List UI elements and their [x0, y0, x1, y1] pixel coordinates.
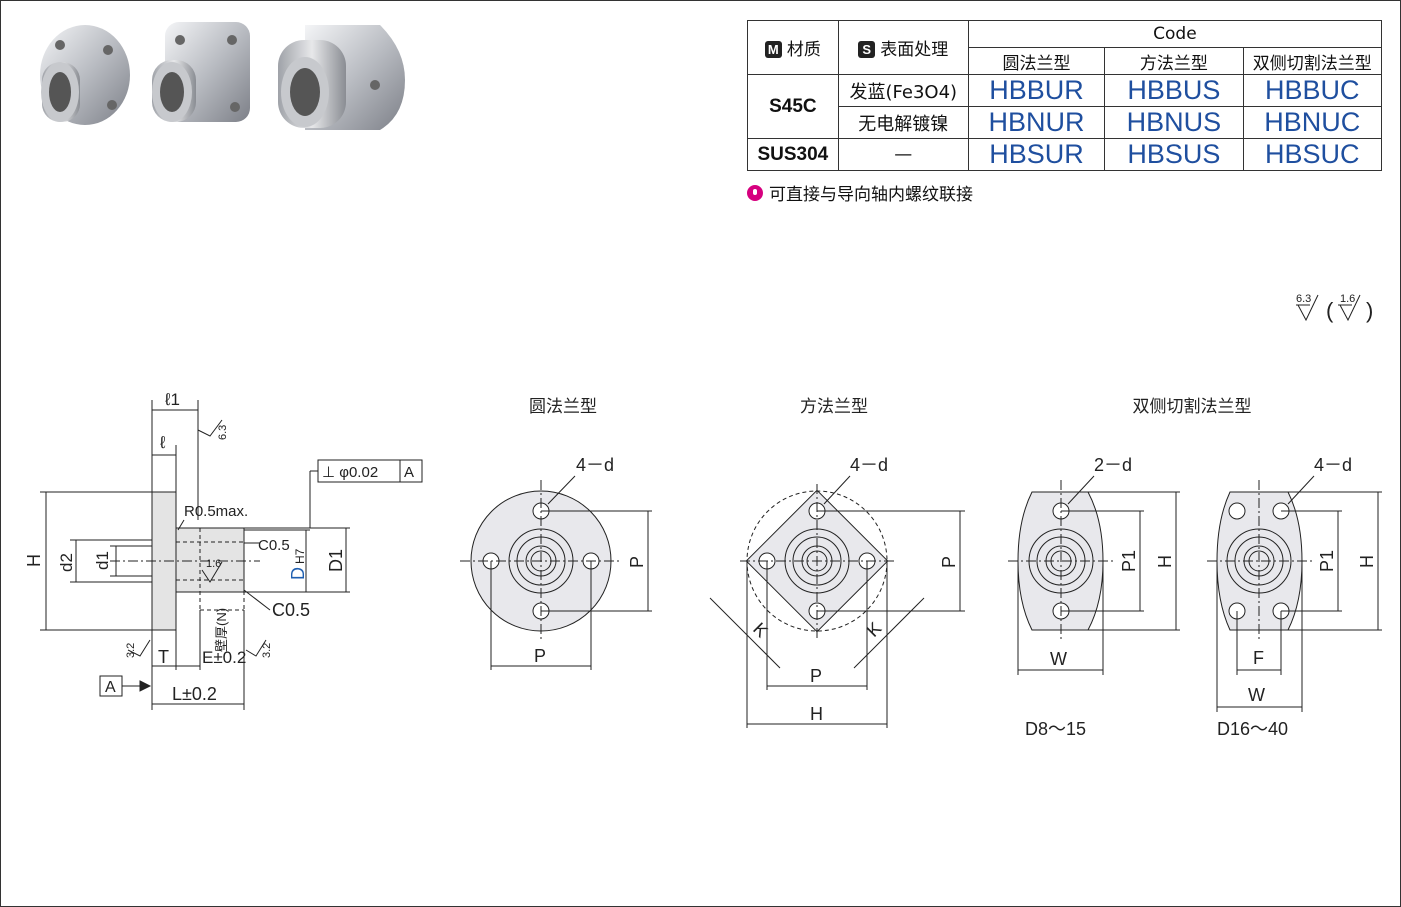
- note: 可直接与导向轴内螺纹联接: [747, 180, 973, 205]
- dim-P1-large: P1: [1317, 550, 1337, 572]
- product-photos: [40, 22, 405, 130]
- tolerance-ref: A: [404, 464, 414, 481]
- code-cell[interactable]: HBBUR: [967, 74, 1106, 107]
- dim-P1-small: P1: [1119, 550, 1139, 572]
- dim-W-small: W: [1050, 649, 1067, 669]
- roughness-open-paren: (: [1326, 298, 1334, 323]
- dim-H-small: H: [1155, 555, 1175, 568]
- code-cell[interactable]: HBNUS: [1104, 106, 1244, 139]
- dim-K-left: K: [749, 619, 772, 642]
- dim-l1: ℓ1: [164, 390, 180, 409]
- code-cell[interactable]: HBSUS: [1104, 138, 1244, 171]
- type-header-square: 方法兰型: [1104, 47, 1244, 75]
- rough-3-2-a: 3.2: [125, 643, 137, 658]
- roughness-main: 6.3: [1296, 293, 1311, 305]
- dim-L: L±0.2: [172, 684, 217, 704]
- technical-drawing: 6.3 ( 1.6 ) 圆法兰型 方法兰型 双侧切割法兰型 H d2 d1 ℓ1…: [24, 293, 1382, 739]
- info-pin-icon: [747, 184, 763, 201]
- surface-cell: 发蓝(Fe3O4): [837, 74, 969, 107]
- dim-P-square-h: P: [810, 666, 822, 686]
- dim-D: D: [288, 567, 308, 580]
- cut-flange-large-view: 4－d P1 H F W D16～40: [1207, 455, 1382, 739]
- dim-W-large: W: [1248, 685, 1265, 705]
- code-cell[interactable]: HBNUR: [967, 106, 1106, 139]
- datum-A: A: [105, 679, 116, 696]
- code-cell[interactable]: HBBUS: [1104, 74, 1244, 107]
- dim-l: ℓ: [159, 433, 166, 452]
- material-badge: M: [764, 41, 782, 58]
- dim-T: T: [158, 647, 169, 667]
- dim-R: R0.5max.: [184, 503, 248, 520]
- tolerance-value: ⊥ φ0.02: [322, 464, 378, 481]
- rough-3-2-b: 3.2: [261, 643, 273, 658]
- table-row: SUS304 — HBSUR HBSUS HBSUC: [747, 138, 1383, 171]
- square-title: 方法兰型: [800, 397, 868, 416]
- surface-cell: —: [837, 138, 969, 171]
- roughness-close-paren: ): [1366, 298, 1373, 323]
- surface-badge: S: [858, 41, 876, 58]
- hole-label-square: 4－d: [850, 455, 888, 475]
- dim-H-large: H: [1357, 555, 1377, 568]
- dim-H-square: H: [810, 704, 823, 724]
- type-header-round: 圆法兰型: [967, 47, 1106, 75]
- roughness-symbol: 6.3 ( 1.6 ): [1296, 293, 1373, 323]
- material-header: 材质: [786, 40, 821, 60]
- code-cell[interactable]: HBNUC: [1242, 106, 1383, 139]
- cut-title: 双侧切割法兰型: [1133, 397, 1252, 416]
- round-flange-view: 4－d P P: [460, 455, 652, 670]
- code-cell[interactable]: HBSUC: [1242, 138, 1383, 171]
- table-row: S45C 发蓝(Fe3O4) HBBUR HBBUS HBBUC: [747, 74, 1383, 139]
- hole-label-small: 2－d: [1094, 455, 1132, 475]
- dim-C05-a: C0.5: [258, 537, 290, 554]
- table-row: 无电解镀镍 HBNUR HBNUS HBNUC: [748, 106, 1383, 139]
- rough-1-6: 1.6: [206, 558, 221, 570]
- dim-P-round: P: [627, 556, 647, 568]
- roughness-alt: 1.6: [1340, 293, 1355, 305]
- dim-D1: D1: [326, 549, 346, 572]
- surface-header: 表面处理: [880, 40, 949, 60]
- rough-6-3: 6.3: [217, 425, 229, 440]
- dim-H: H: [24, 554, 44, 567]
- cut-flange-small-view: 2－d P1 H W D8～15: [1008, 455, 1180, 739]
- round-title: 圆法兰型: [529, 397, 597, 416]
- code-cell[interactable]: HBBUC: [1242, 74, 1383, 107]
- dim-d1: d1: [93, 551, 112, 570]
- code-header: Code: [967, 20, 1383, 48]
- dim-K-right: K: [863, 618, 886, 641]
- square-flange-view: 4－d P P H K K: [709, 455, 965, 728]
- dim-C05-b: C0.5: [272, 600, 310, 620]
- note-text: 可直接与导向轴内螺纹联接: [769, 185, 973, 205]
- dim-P-square: P: [939, 556, 959, 568]
- hole-label-round: 4－d: [576, 455, 614, 475]
- surface-cell: 无电解镀镍: [837, 106, 969, 139]
- dim-H7: H7: [293, 548, 307, 564]
- wall-thickness: 壁厚(N): [214, 608, 229, 652]
- hole-label-large: 4－d: [1314, 455, 1352, 475]
- dim-d2: d2: [57, 553, 76, 572]
- side-section-view: H d2 d1 ℓ1 ℓ 6.3 R0.5max. C0.5 C0.5 D H7…: [24, 390, 423, 710]
- photo-round-flange: [40, 25, 130, 125]
- type-header-cut: 双侧切割法兰型: [1242, 47, 1383, 75]
- material-cell: SUS304: [747, 138, 839, 171]
- material-cell: S45C: [747, 74, 839, 139]
- dim-E: E±0.2: [202, 648, 246, 667]
- size-large: D16～40: [1217, 719, 1288, 739]
- dim-F: F: [1253, 648, 1264, 668]
- photo-square-flange: [152, 22, 250, 122]
- code-cell[interactable]: HBSUR: [967, 138, 1106, 171]
- photo-cut-flange: [278, 25, 405, 130]
- dim-P-round-h: P: [534, 646, 546, 666]
- size-small: D8～15: [1025, 719, 1086, 739]
